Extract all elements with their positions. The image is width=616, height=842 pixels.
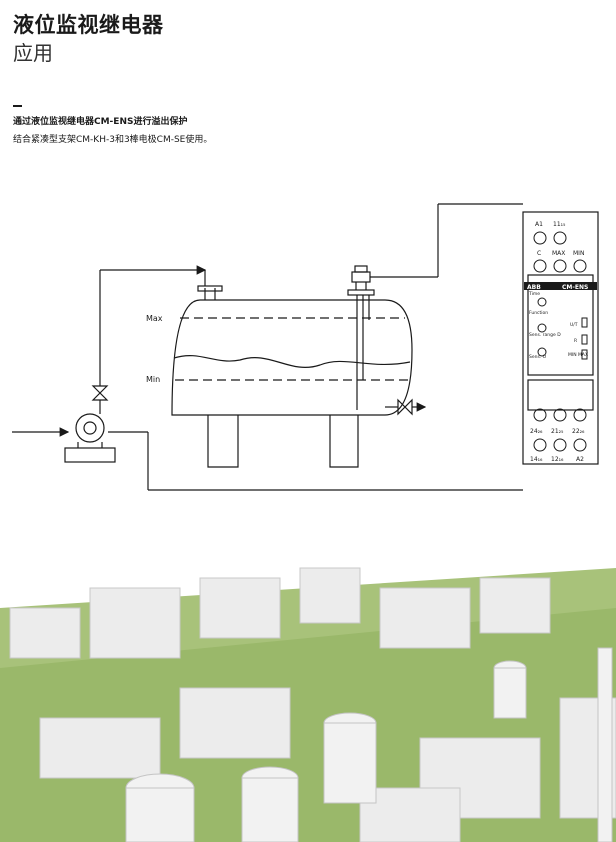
relay-model: CM-ENS [562, 284, 588, 291]
application-diagram: Max Min A1 11₁₅ C MAX MIN ABB CM-ENS Tim… [12, 203, 599, 491]
led-r-label: R [574, 338, 577, 344]
level-min-label: Min [146, 375, 160, 384]
relay-housing [522, 211, 599, 465]
terminal-14: 14₁₆ [530, 456, 543, 463]
terminal-21: 21₂₅ [551, 428, 564, 435]
terminal-c: C [537, 250, 541, 257]
terminal-11: 11₁₅ [553, 221, 566, 228]
level-max-label: Max [146, 314, 163, 323]
valve-icon [91, 385, 109, 401]
terminal-a2: A2 [576, 456, 584, 463]
abb-logo: ABB [527, 284, 541, 291]
terminal-12: 12₁₆ [551, 456, 564, 463]
knob-time-label: Time [528, 291, 540, 297]
led-ut-label: U/T [570, 322, 578, 328]
terminal-max: MAX [552, 250, 565, 257]
terminal-22: 22₂₆ [572, 428, 585, 435]
page-title: 液位监视继电器 [13, 13, 164, 37]
terminal-min: MIN [573, 250, 584, 257]
knob-sens-range-label: Sens. range D [529, 332, 561, 338]
tank [171, 299, 413, 416]
pump-icon [75, 413, 105, 443]
led-minmax-label: MIN MAX [568, 352, 588, 358]
terminal-a1: A1 [535, 221, 543, 228]
section-heading: 通过液位监视继电器CM-ENS进行溢出保护 [13, 117, 188, 127]
terminal-24: 24₂₆ [530, 428, 543, 435]
industrial-plant-illustration [0, 548, 616, 842]
knob-sens-label: Sens. O [529, 354, 547, 360]
section-description: 结合紧凑型支架CM-KH-3和3棒电极CM-SE使用。 [13, 135, 213, 145]
knob-function-label: Function [529, 310, 548, 316]
section-rule [13, 105, 22, 107]
page-subtitle: 应用 [13, 41, 53, 65]
